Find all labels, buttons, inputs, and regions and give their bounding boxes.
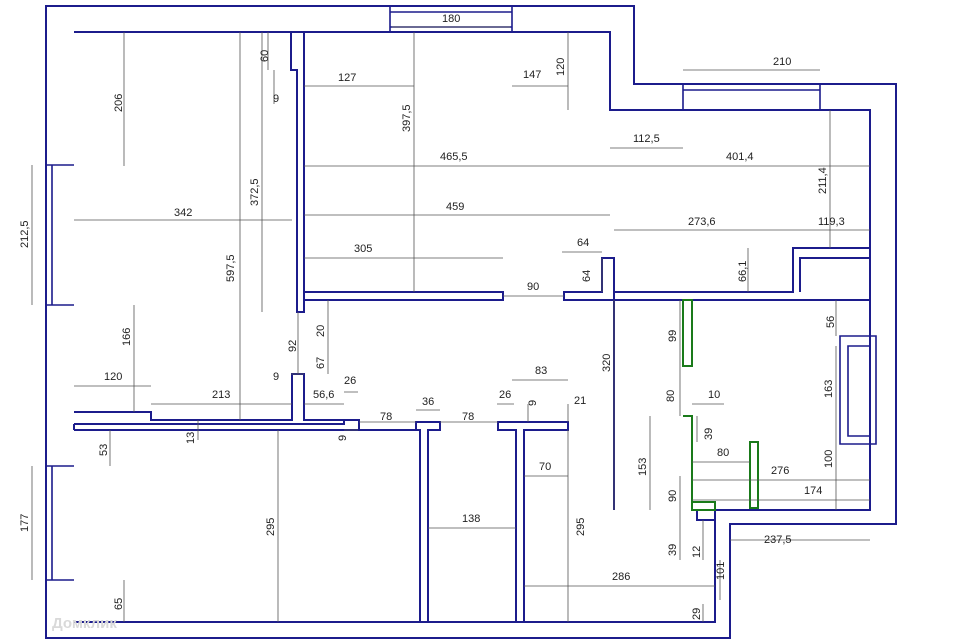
dim-label: 10 bbox=[708, 389, 720, 401]
dim-label: 372,5 bbox=[249, 178, 261, 206]
dim-label: 320 bbox=[601, 354, 613, 372]
outer-walls bbox=[45, 5, 897, 639]
dim-label: 127 bbox=[338, 72, 356, 84]
dim-label: 120 bbox=[104, 371, 122, 383]
dim-label: 206 bbox=[113, 94, 125, 112]
dim-label: 26 bbox=[344, 375, 356, 387]
dim-label: 9 bbox=[273, 93, 279, 105]
interior-walls bbox=[73, 32, 877, 623]
dim-label: 459 bbox=[446, 201, 464, 213]
dim-label: 21 bbox=[574, 395, 586, 407]
dim-label: 163 bbox=[823, 380, 835, 398]
dim-label: 397,5 bbox=[401, 104, 413, 132]
dim-label: 597,5 bbox=[225, 254, 237, 282]
dim-label: 13 bbox=[185, 432, 197, 444]
dim-label: 9 bbox=[527, 400, 539, 406]
dim-label: 66,1 bbox=[737, 261, 749, 282]
dim-label: 80 bbox=[717, 447, 729, 459]
dim-label: 65 bbox=[113, 598, 125, 610]
dim-label: 53 bbox=[98, 444, 110, 456]
dim-label: 212,5 bbox=[19, 220, 31, 248]
dim-label: 9 bbox=[337, 435, 349, 441]
dim-label: 39 bbox=[703, 428, 715, 440]
dim-label: 180 bbox=[442, 13, 460, 25]
green-partitions bbox=[682, 299, 759, 511]
dim-label: 295 bbox=[265, 518, 277, 536]
dim-label: 166 bbox=[121, 328, 133, 346]
dim-label: 276 bbox=[771, 465, 789, 477]
dim-label: 92 bbox=[287, 340, 299, 352]
dim-label: 90 bbox=[527, 281, 539, 293]
dim-label: 9 bbox=[273, 371, 279, 383]
dim-label: 36 bbox=[422, 396, 434, 408]
dimension-lines bbox=[31, 26, 870, 622]
dim-label: 147 bbox=[523, 69, 541, 81]
dim-label: 78 bbox=[380, 411, 392, 423]
dim-label: 295 bbox=[575, 518, 587, 536]
dim-label: 210 bbox=[773, 56, 791, 68]
dim-label: 64 bbox=[581, 270, 593, 282]
dim-label: 64 bbox=[577, 237, 589, 249]
dim-label: 80 bbox=[665, 390, 677, 402]
dim-label: 78 bbox=[462, 411, 474, 423]
dim-label: 286 bbox=[612, 571, 630, 583]
dim-label: 56 bbox=[825, 316, 837, 328]
dim-label: 29 bbox=[691, 608, 703, 620]
dim-label: 39 bbox=[667, 544, 679, 556]
dim-label: 465,5 bbox=[440, 151, 468, 163]
dim-label: 101 bbox=[715, 562, 727, 580]
dim-label: 83 bbox=[535, 365, 547, 377]
dim-label: 60 bbox=[259, 50, 271, 62]
dim-label: 174 bbox=[804, 485, 822, 497]
dim-label: 401,4 bbox=[726, 151, 754, 163]
dim-label: 273,6 bbox=[688, 216, 716, 228]
dim-label: 20 bbox=[315, 325, 327, 337]
dim-label: 26 bbox=[499, 389, 511, 401]
dim-label: 211,4 bbox=[817, 167, 829, 194]
dim-label: 138 bbox=[462, 513, 480, 525]
dim-label: 90 bbox=[667, 490, 679, 502]
watermark-text: Домклик bbox=[52, 615, 117, 632]
dim-label: 177 bbox=[19, 514, 31, 532]
dim-label: 67 bbox=[315, 357, 327, 369]
dim-label: 153 bbox=[637, 458, 649, 476]
dim-label: 112,5 bbox=[633, 133, 660, 145]
windows bbox=[46, 6, 821, 581]
dim-label: 342 bbox=[174, 207, 192, 219]
dim-label: 305 bbox=[354, 243, 372, 255]
dimension-labels: 180 210 60 206 127 397,5 147 120 9 112,5… bbox=[19, 13, 845, 620]
dim-label: 119,3 bbox=[818, 216, 845, 228]
dim-label: 99 bbox=[667, 330, 679, 342]
dim-label: 56,6 bbox=[313, 389, 334, 401]
dim-label: 120 bbox=[555, 58, 567, 76]
dim-label: 237,5 bbox=[764, 534, 792, 546]
dim-label: 12 bbox=[691, 546, 703, 558]
dim-label: 100 bbox=[823, 450, 835, 468]
dim-label: 213 bbox=[212, 389, 230, 401]
dim-label: 70 bbox=[539, 461, 551, 473]
